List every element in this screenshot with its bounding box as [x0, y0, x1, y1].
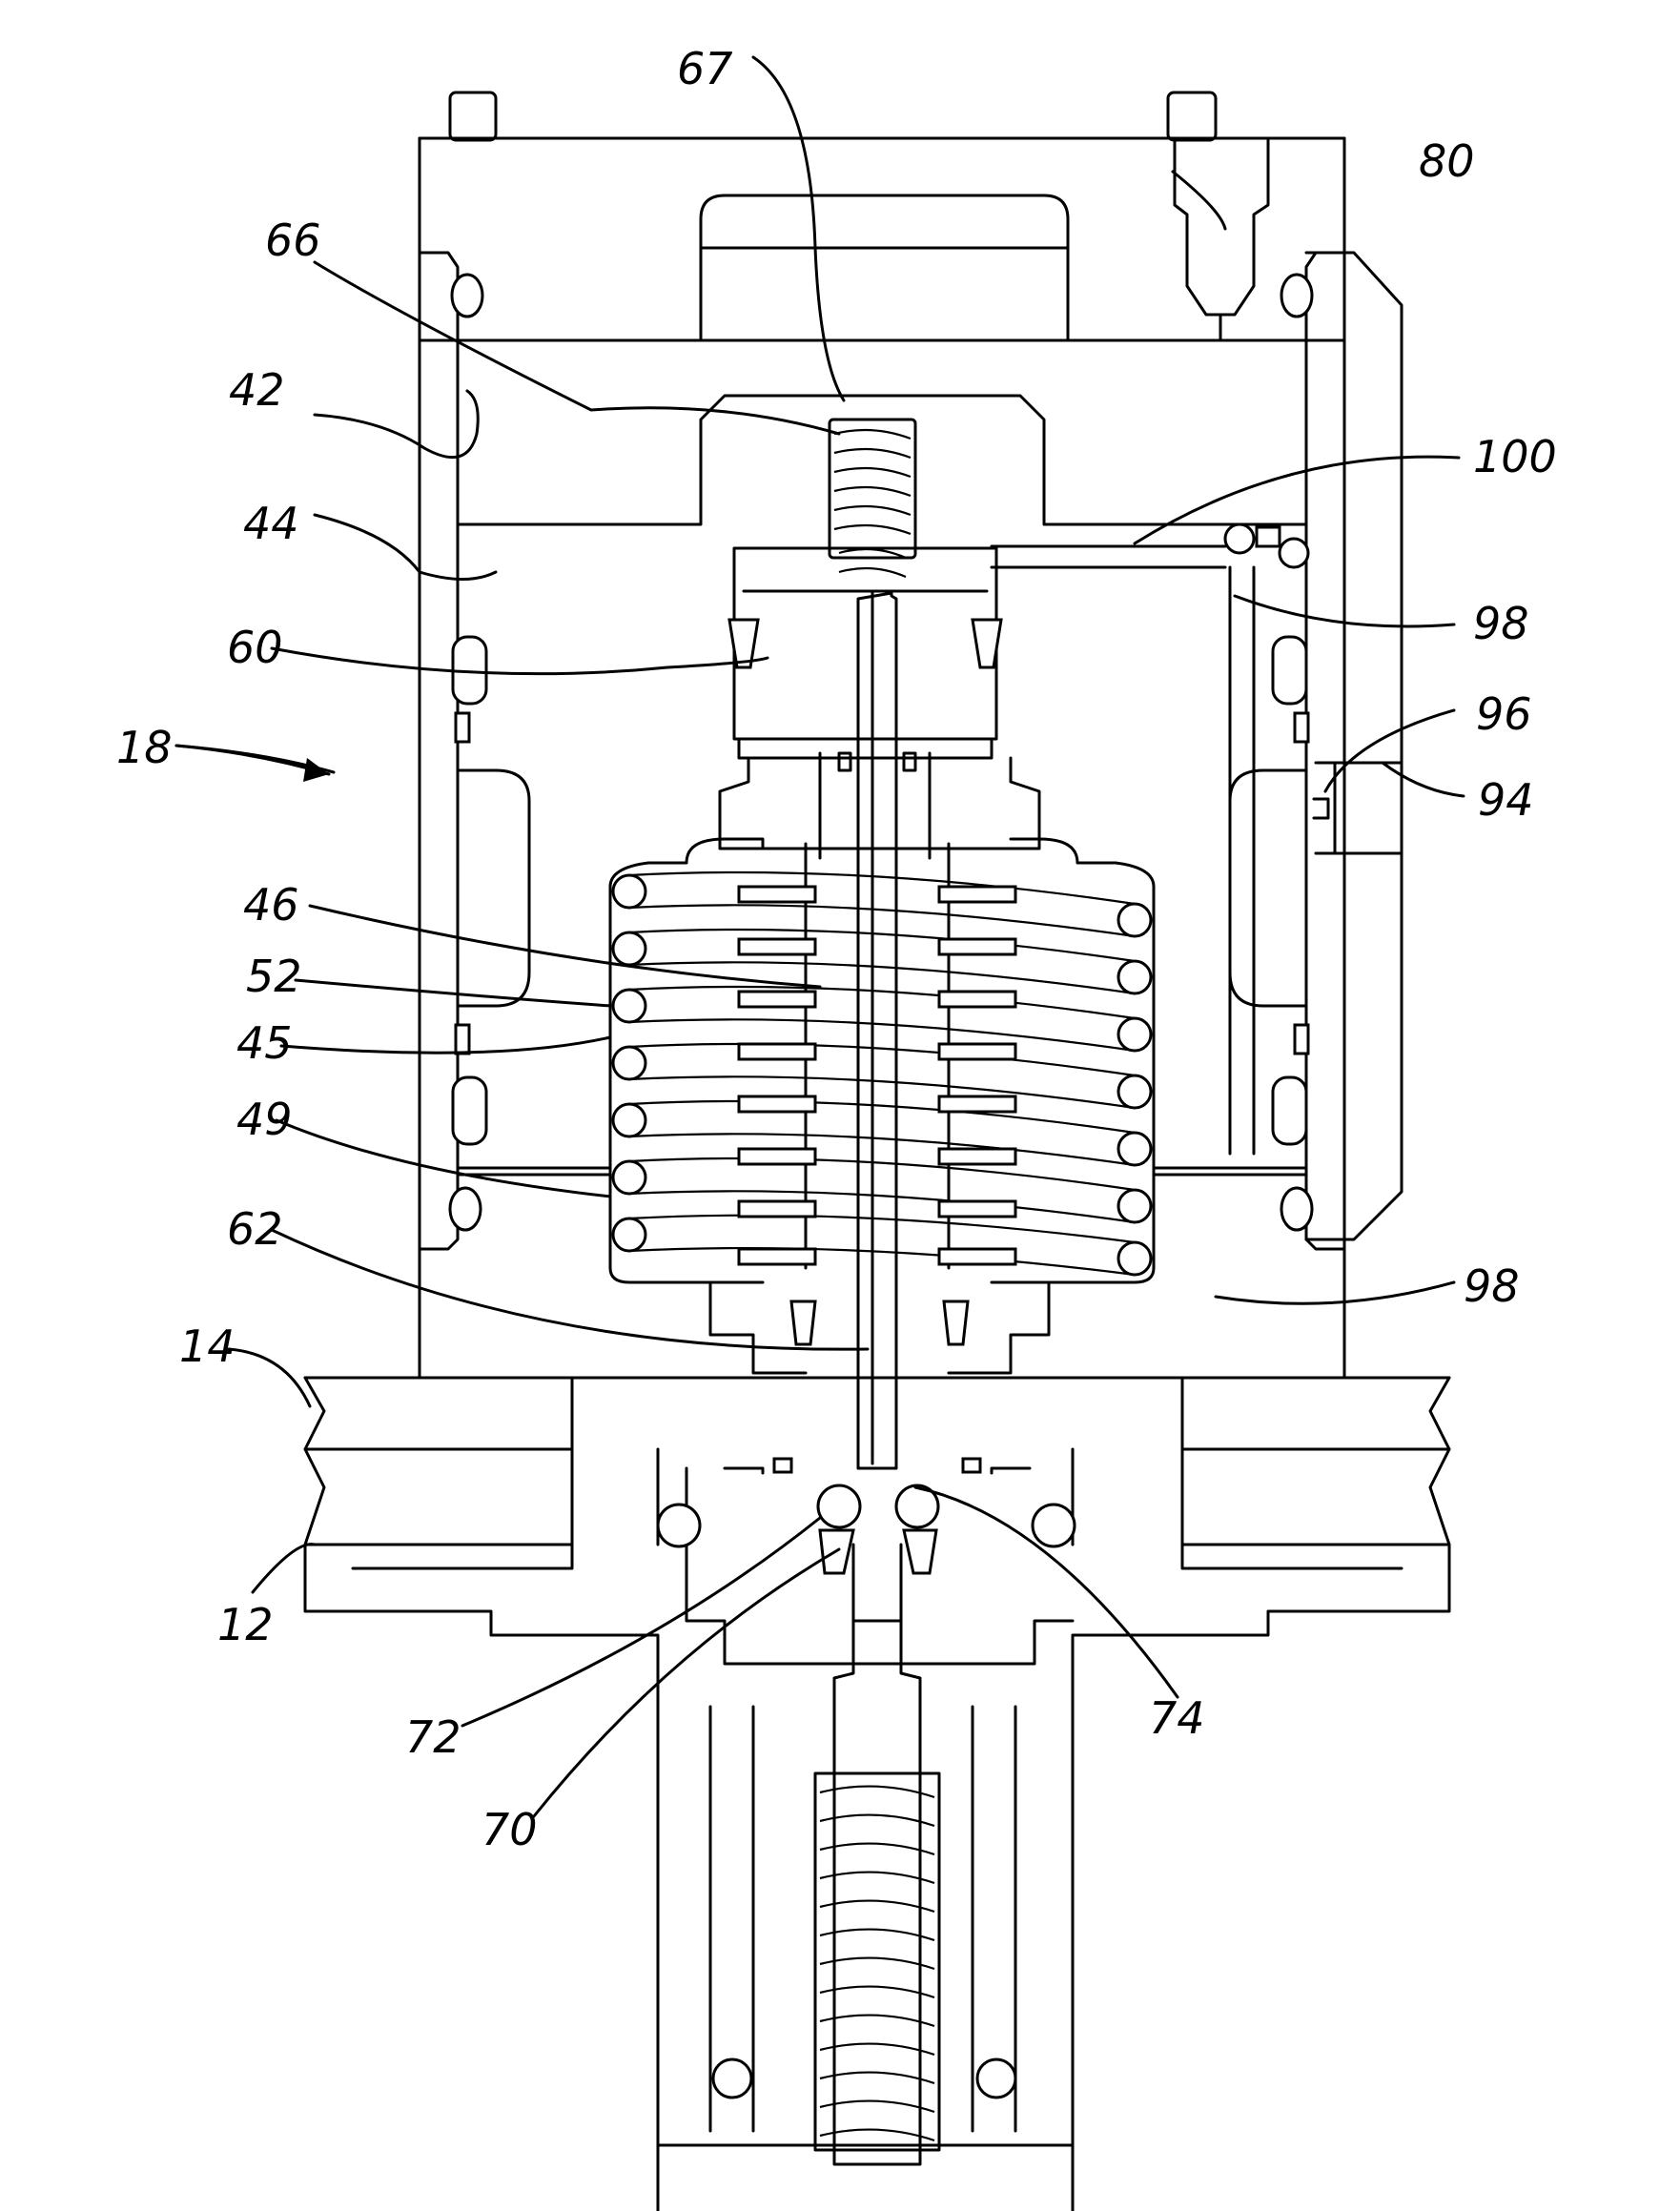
label-94: 94 — [1478, 774, 1534, 826]
label-45: 45 — [236, 1017, 293, 1069]
label-100: 100 — [1473, 431, 1557, 482]
label-60: 60 — [227, 622, 283, 673]
central-stem — [806, 591, 949, 1468]
label-80: 80 — [1419, 135, 1475, 187]
spring-stack — [610, 839, 1154, 1373]
label-62: 62 — [227, 1203, 283, 1255]
label-66: 66 — [265, 215, 321, 266]
lower-body — [305, 1378, 1449, 2211]
label-42: 42 — [229, 364, 285, 416]
label-98-lower: 98 — [1464, 1260, 1520, 1312]
top-spring — [830, 420, 915, 577]
piston — [720, 548, 1039, 849]
label-72: 72 — [405, 1711, 461, 1763]
label-18: 18 — [116, 722, 173, 773]
label-74: 74 — [1149, 1692, 1205, 1744]
leader-lines — [176, 57, 1464, 1816]
label-96: 96 — [1476, 688, 1532, 740]
label-14: 14 — [179, 1320, 236, 1372]
top-cap — [420, 92, 1344, 340]
label-98-upper: 98 — [1473, 598, 1529, 649]
reference-labels: 67 66 80 42 100 44 98 60 96 18 94 46 52 … — [116, 43, 1557, 1855]
label-46: 46 — [243, 879, 299, 931]
label-49: 49 — [236, 1094, 293, 1145]
label-70: 70 — [481, 1804, 538, 1855]
label-44: 44 — [243, 498, 299, 549]
label-67: 67 — [677, 43, 733, 94]
label-12: 12 — [217, 1599, 274, 1650]
label-52: 52 — [246, 951, 302, 1002]
